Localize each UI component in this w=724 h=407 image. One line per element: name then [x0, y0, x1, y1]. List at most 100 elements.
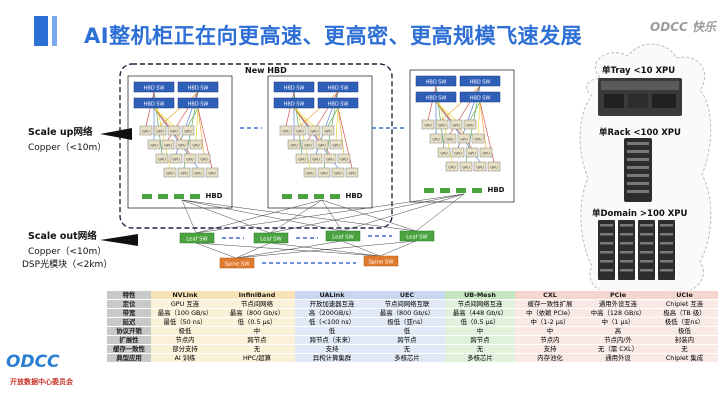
table-row: 缓存一致性部分支持无支持无无支持无（需 CXL）无	[107, 344, 718, 355]
gpu-node	[445, 161, 459, 172]
table-cell: 开放加速器互连	[295, 299, 369, 310]
rack-slot	[640, 233, 653, 236]
domain-label: 单Domain >100 XPU	[592, 209, 688, 219]
rack-slot	[640, 242, 653, 245]
table-cell: 缓存一致性扩展	[515, 299, 585, 310]
table-header-feature: 特性	[107, 291, 151, 301]
rack-slot	[620, 233, 633, 236]
table-cell: 跨节点	[445, 335, 515, 346]
gpu-node-label: GPU	[332, 144, 340, 148]
table-cell: 最高（448 Gb/s）	[445, 308, 515, 319]
gpu-node	[465, 147, 479, 158]
table-cell: 中	[445, 326, 515, 337]
uplink-port	[158, 194, 168, 199]
scale-out-link	[269, 193, 465, 234]
table-cell: 最高（800 Gb/s）	[369, 308, 445, 319]
rack-slot	[660, 224, 673, 227]
hbd-switch	[177, 81, 219, 93]
scale-up-link	[293, 107, 315, 127]
table-cell: 节点间网络互连	[445, 299, 515, 310]
gpu-node-label: GPU	[474, 138, 482, 142]
table-cell: 中（1-2 μs）	[515, 317, 585, 328]
table-row: 扩展性节点内跨节点跨节点（未来）跨节点跨节点节点内节点内/外封装内	[107, 335, 718, 346]
gpu-node	[435, 119, 449, 130]
gpu-node-label: GPU	[310, 130, 318, 134]
table-cell: 通用外设	[585, 353, 651, 364]
gpu-node	[153, 125, 167, 136]
table-cell: 无	[651, 344, 718, 355]
table-row: 带宽最高（100 GB/s）最高（800 Gb/s）高（200GB/s）最高（8…	[107, 308, 718, 319]
gpu-node	[163, 167, 177, 178]
hbd-switch-label: HBD SW	[470, 96, 491, 102]
gpu-node	[345, 167, 359, 178]
rack-slot	[660, 251, 673, 254]
gpu-node-label: GPU	[304, 144, 312, 148]
gpu-node-label: GPU	[490, 166, 498, 170]
table-cell: 极高（TB 级）	[651, 308, 718, 319]
gpu-node	[315, 139, 329, 150]
scale-out-link	[181, 199, 271, 234]
table-row: 协议开销极低中低低中中高极低	[107, 326, 718, 337]
gpu-node	[307, 125, 321, 136]
gpu-node-label: GPU	[178, 144, 186, 148]
scale-out-link	[181, 199, 417, 232]
gpu-node-label: GPU	[156, 130, 164, 134]
gpu-node-label: GPU	[466, 124, 474, 128]
table-header-uec: UEC	[369, 291, 445, 301]
table-cell: 无	[219, 344, 295, 355]
rack-slot	[600, 233, 613, 236]
table-cell: 节点间网络	[219, 299, 295, 310]
table-cell: 极低	[651, 326, 718, 337]
scale-out-link	[321, 199, 343, 232]
scale-up-link	[197, 107, 205, 155]
table-cell: 内存池化	[515, 353, 585, 364]
gpu-node	[175, 139, 189, 150]
gpu-node-label: GPU	[312, 158, 320, 162]
gpu-node	[279, 125, 293, 136]
scale-up-label: Scale up网络	[28, 124, 92, 138]
table-row-header: 缓存一致性	[107, 344, 151, 355]
table-cell: 最高（800 Gb/s）	[219, 308, 295, 319]
hbd-switch	[273, 97, 315, 109]
gpu-node-label: GPU	[334, 172, 342, 176]
uplink-port	[282, 194, 292, 199]
gpu-node-label: GPU	[452, 124, 460, 128]
gpu-node	[421, 119, 435, 130]
gpu-node-label: GPU	[180, 172, 188, 176]
gpu-node	[321, 125, 335, 136]
hbd-switch-label: HBD SW	[426, 96, 447, 102]
scale-up-link	[159, 91, 199, 127]
gpu-node	[317, 167, 331, 178]
scale-up-link	[299, 91, 339, 127]
hbd-switch-label: HBD SW	[284, 102, 305, 108]
table-cell: 跨节点	[369, 335, 445, 346]
table-cell: 多核芯片	[445, 353, 515, 364]
scale-out-link	[341, 193, 465, 232]
rack-slot	[620, 242, 633, 245]
hbd-switch-label: HBD SW	[470, 80, 491, 86]
table-row-header: 延迟	[107, 317, 151, 328]
table-header-nvlink: NVLink	[151, 291, 219, 301]
gpu-node-label: GPU	[438, 124, 446, 128]
gpu-node	[191, 167, 205, 178]
gpu-node	[169, 153, 183, 164]
scale-out-link	[415, 193, 465, 232]
hbd-switch	[177, 97, 219, 109]
gpu-node-label: GPU	[318, 144, 326, 148]
gpu-node-label: GPU	[446, 138, 454, 142]
table-cell: 跨节点	[219, 335, 295, 346]
gpu-node-label: GPU	[320, 172, 328, 176]
rack-slot	[640, 224, 653, 227]
table-cell: 中高（128 GB/s）	[585, 308, 651, 319]
hbd-switch-label: HBD SW	[144, 86, 165, 92]
gpu-node	[463, 119, 477, 130]
table-cell: 无	[445, 344, 515, 355]
gpu-node	[429, 133, 443, 144]
gpu-node	[437, 147, 451, 158]
gpu-node-label: GPU	[142, 130, 150, 134]
uplink-port	[298, 194, 308, 199]
